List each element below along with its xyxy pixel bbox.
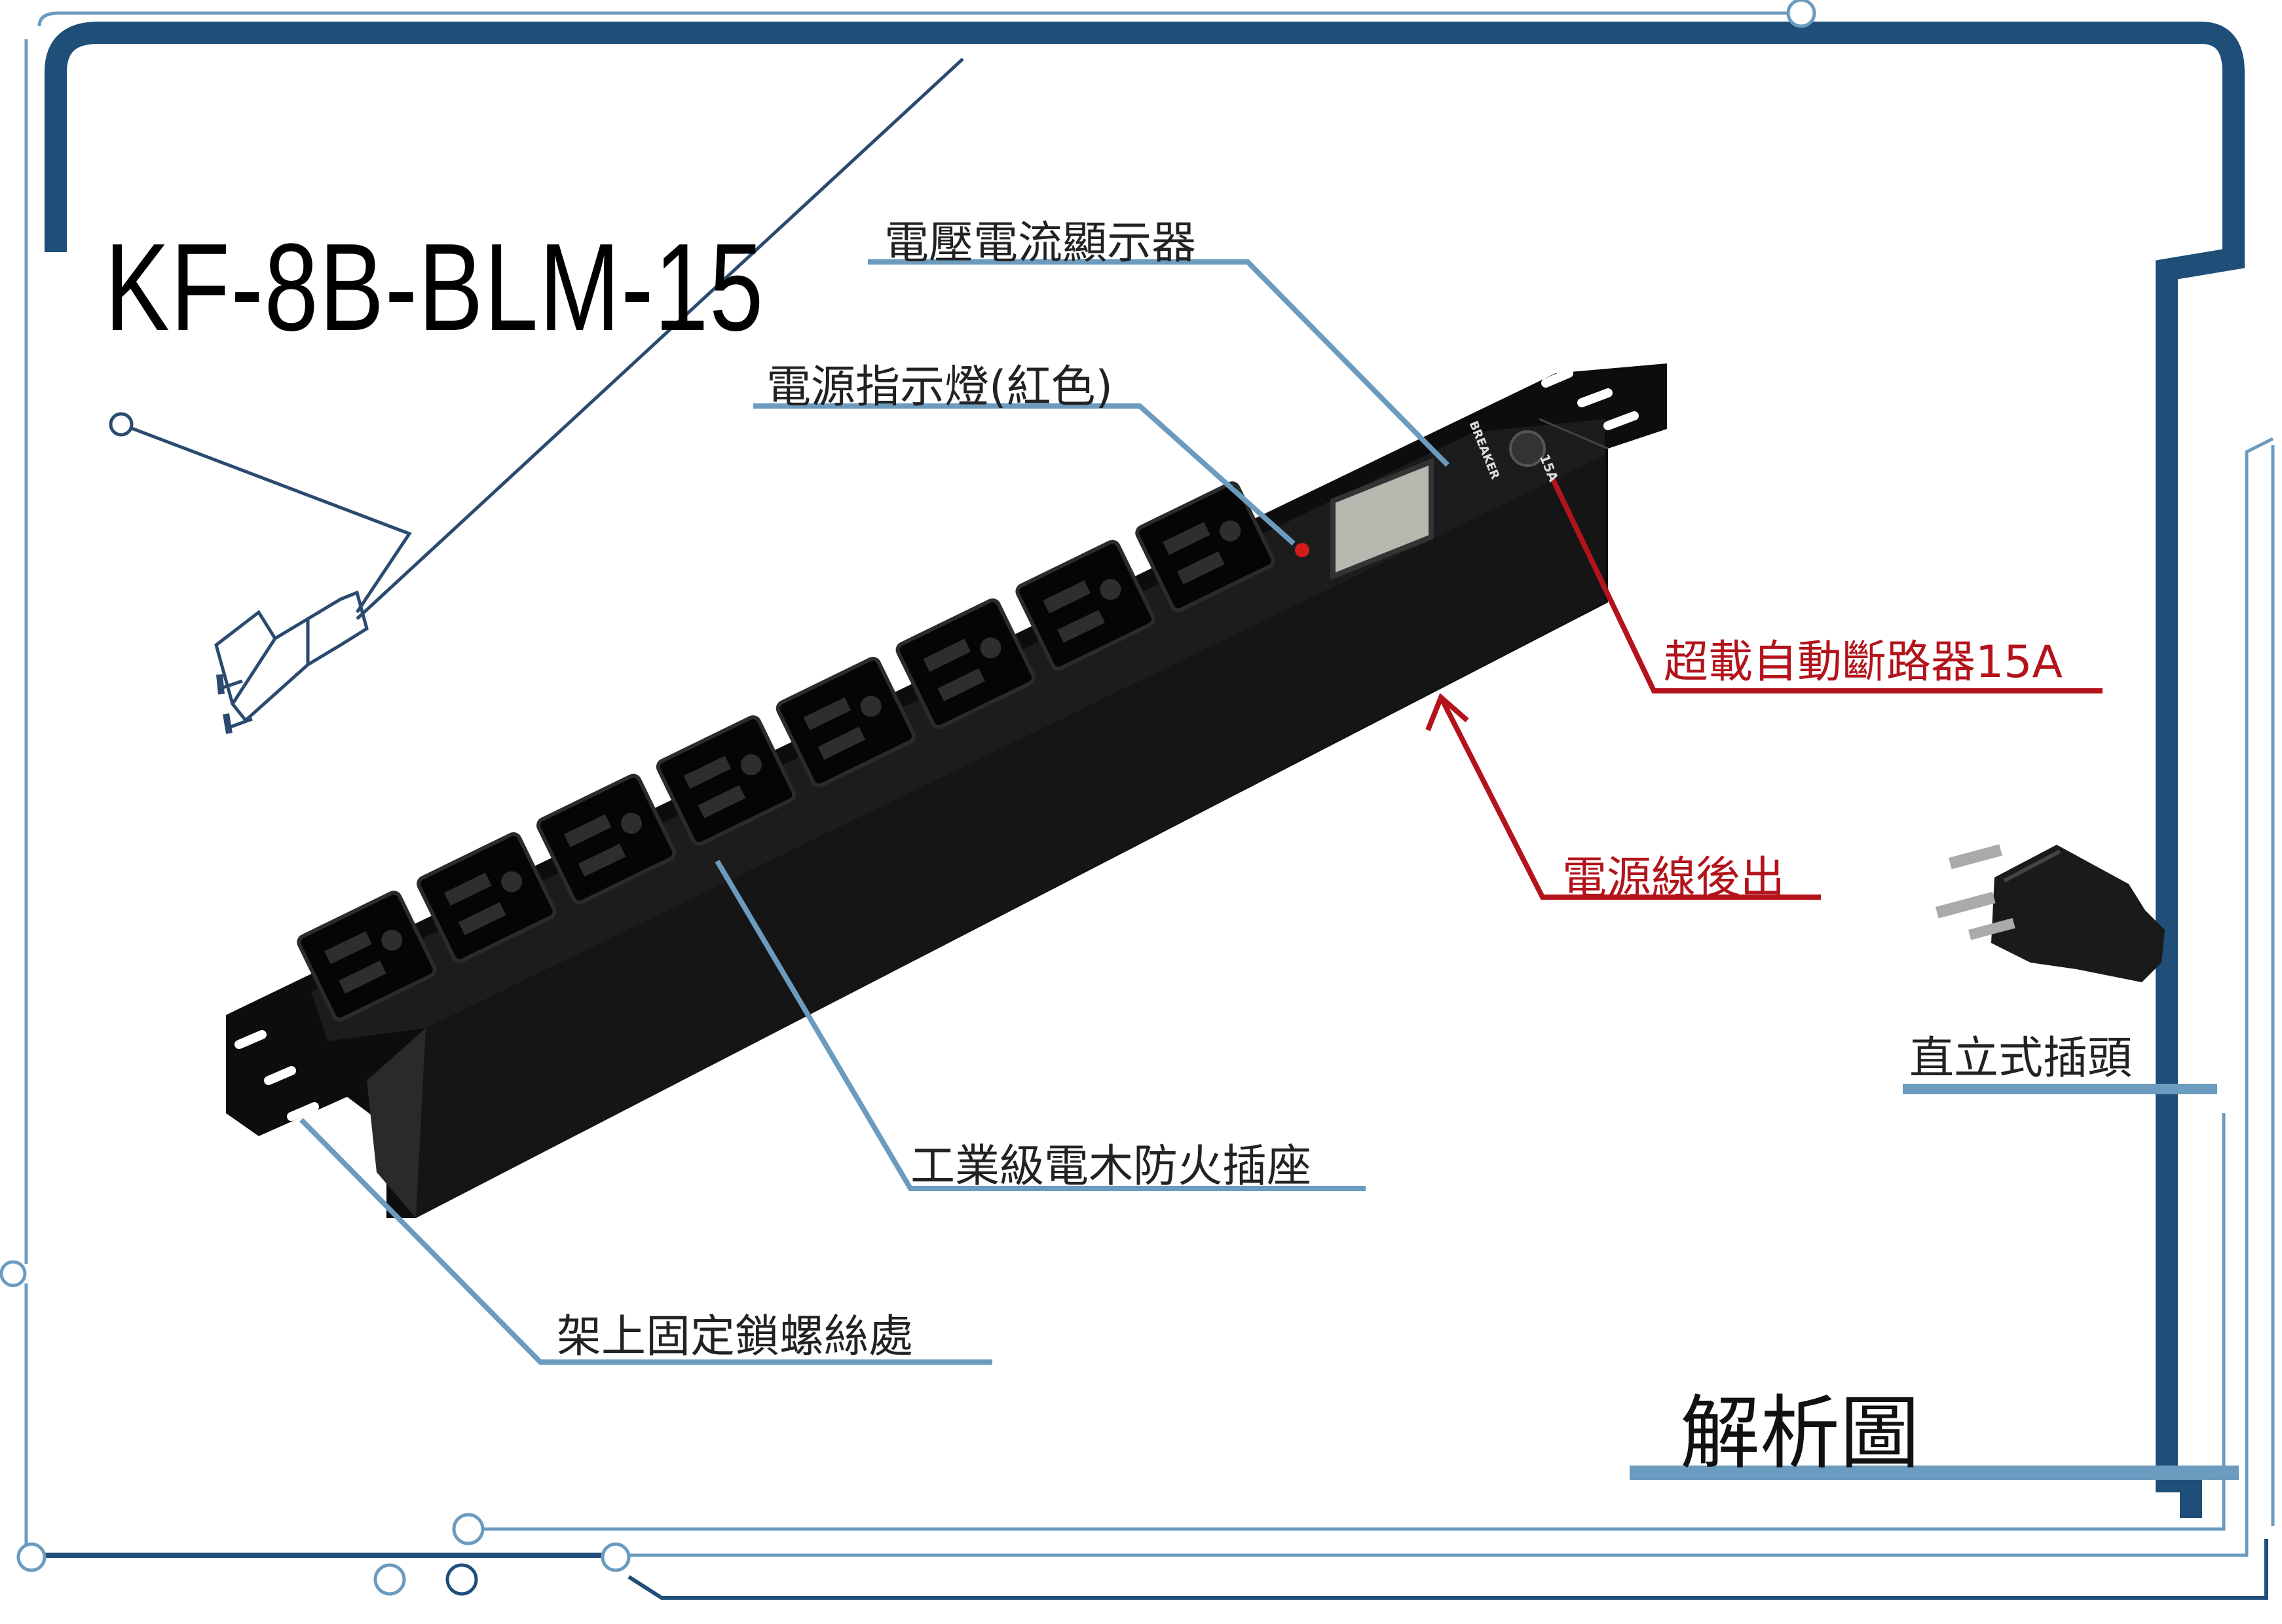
display-callout: 電壓電流顯示器 xyxy=(884,217,1197,269)
plug-drawing xyxy=(1936,844,2165,982)
power-cord-drawing xyxy=(109,58,964,734)
diagram-title: 解析圖 xyxy=(1680,1387,1920,1480)
outlet-group xyxy=(297,481,1275,1022)
outlet xyxy=(1015,540,1155,671)
model-number: KF-8B-BLM-15 xyxy=(105,218,764,357)
outlets-callout: 工業級電木防火插座 xyxy=(910,1141,1312,1192)
cable-exit-callout: 電源線後出 xyxy=(1562,853,1786,904)
outlet xyxy=(297,891,437,1022)
power-light-callout: 電源指示燈(紅色) xyxy=(766,361,1113,413)
pdu-unit xyxy=(226,363,1667,1218)
outlet xyxy=(1135,481,1275,612)
outlet xyxy=(895,598,1036,729)
breaker-callout: 超載自動斷路器15A xyxy=(1664,637,2063,688)
plug-type-callout: 直立式插頭 xyxy=(1909,1033,2133,1084)
outlet xyxy=(536,773,677,905)
leader-lines xyxy=(299,259,2103,1365)
outlet xyxy=(417,832,557,963)
underline-bars xyxy=(1630,1084,2239,1480)
outlet xyxy=(656,715,796,846)
outlet xyxy=(776,657,916,788)
mount-callout: 架上固定鎖螺絲處 xyxy=(557,1311,914,1363)
